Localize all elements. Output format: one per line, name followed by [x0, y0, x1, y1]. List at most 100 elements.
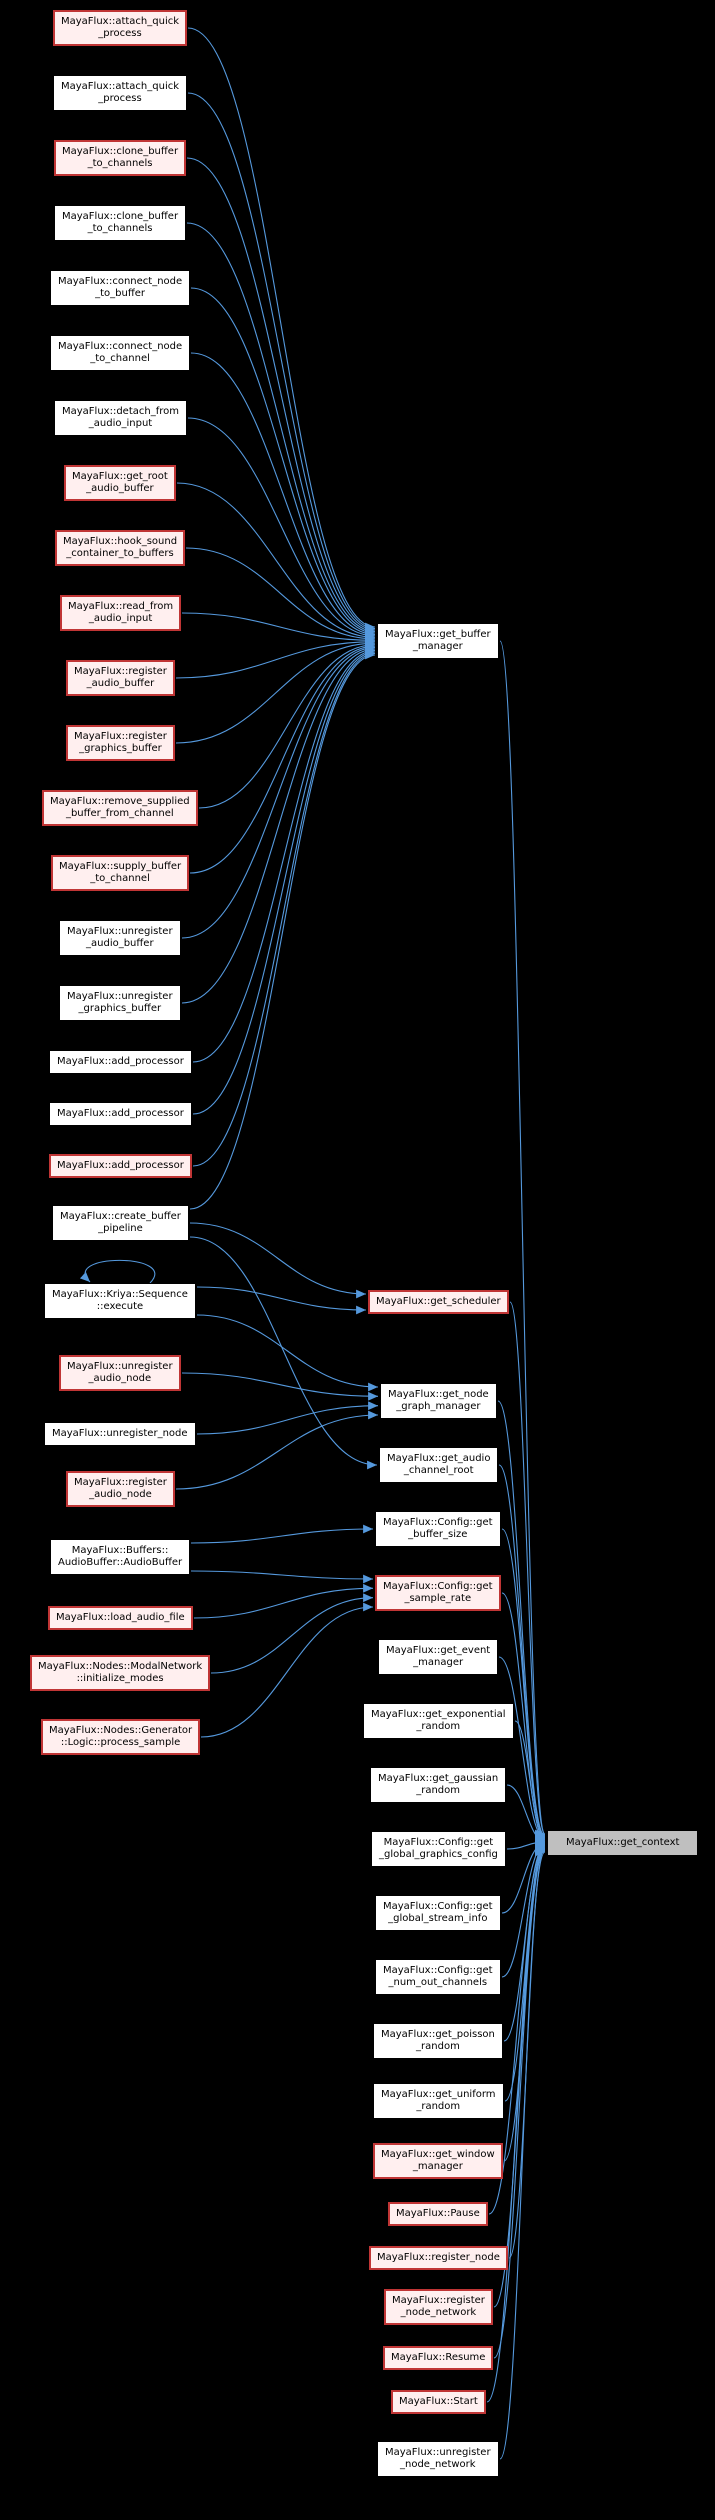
- node-label: MayaFlux::connect_node: [58, 276, 183, 287]
- node-hook-sound-container-to-buffers[interactable]: MayaFlux::hook_sound_container_to_buffer…: [55, 530, 186, 566]
- node-get-event-manager[interactable]: MayaFlux::get_event_manager: [378, 1639, 499, 1675]
- node-config-get-global-graphics-config[interactable]: MayaFlux::Config::get_global_graphics_co…: [371, 1831, 506, 1867]
- node-get-scheduler[interactable]: MayaFlux::get_scheduler: [368, 1290, 509, 1314]
- node-unregister-audio-buffer[interactable]: MayaFlux::unregister_audio_buffer: [59, 920, 181, 956]
- edge-clone-buffer-to-channels-2--get-buffer-manager: [186, 222, 376, 636]
- node-label: MayaFlux::supply_buffer: [59, 861, 182, 872]
- node-label: MayaFlux::detach_from: [62, 406, 179, 417]
- node-config-get-sample-rate[interactable]: MayaFlux::Config::get_sample_rate: [375, 1575, 501, 1611]
- node-add-processor-3[interactable]: MayaFlux::add_processor: [49, 1154, 192, 1178]
- node-start[interactable]: MayaFlux::Start: [391, 2390, 486, 2414]
- node-unregister-node[interactable]: MayaFlux::unregister_node: [44, 1422, 196, 1446]
- node-label: MayaFlux::register: [74, 1477, 167, 1488]
- node-label: ::Logic::process_sample: [60, 1737, 181, 1748]
- node-detach-from-audio-input[interactable]: MayaFlux::detach_from_audio_input: [54, 400, 187, 436]
- node-label: MayaFlux::read_from: [68, 601, 174, 612]
- edge-unregister-audio-node--get-node-graph-manager: [181, 1372, 379, 1401]
- node-generator-logic-process-sample[interactable]: MayaFlux::Nodes::Generator::Logic::proce…: [41, 1719, 201, 1755]
- node-register-audio-buffer[interactable]: MayaFlux::register_audio_buffer: [66, 660, 175, 696]
- edge-register-audio-node--get-node-graph-manager: [175, 1410, 379, 1490]
- node-attach-quick-process-2[interactable]: MayaFlux::attach_quick_process: [53, 75, 188, 111]
- node-label: _manager: [412, 2161, 463, 2172]
- node-label: _to_buffer: [95, 288, 146, 299]
- node-label: ::execute: [96, 1301, 144, 1312]
- node-label: MayaFlux::unregister: [67, 926, 173, 937]
- node-pause[interactable]: MayaFlux::Pause: [388, 2202, 488, 2226]
- edge-get-buffer-manager--get-context: [499, 640, 546, 1838]
- node-label: _audio_buffer: [86, 678, 155, 689]
- node-label: MayaFlux::Config::get: [383, 1965, 493, 1976]
- node-label: MayaFlux::add_processor: [57, 1056, 184, 1067]
- node-get-audio-channel-root[interactable]: MayaFlux::get_audio_channel_root: [379, 1447, 499, 1483]
- node-label: _manager: [412, 641, 463, 652]
- node-label: MayaFlux::Kriya::Sequence: [52, 1289, 188, 1300]
- node-resume[interactable]: MayaFlux::Resume: [383, 2346, 494, 2370]
- node-label: MayaFlux::unregister: [67, 1361, 173, 1372]
- node-unregister-node-network[interactable]: MayaFlux::unregister_node_network: [377, 2441, 499, 2477]
- node-get-uniform-random[interactable]: MayaFlux::get_uniform_random: [373, 2083, 504, 2119]
- node-label: MayaFlux::clone_buffer: [62, 146, 179, 157]
- node-remove-supplied-buffer-from-channel[interactable]: MayaFlux::remove_supplied_buffer_from_ch…: [42, 790, 198, 826]
- node-get-node-graph-manager[interactable]: MayaFlux::get_node_graph_manager: [380, 1383, 497, 1419]
- node-load-audio-file[interactable]: MayaFlux::load_audio_file: [48, 1606, 193, 1630]
- node-audiobuffer-constructor[interactable]: MayaFlux::Buffers::AudioBuffer::AudioBuf…: [50, 1539, 191, 1575]
- node-label: _channel_root: [403, 1465, 474, 1476]
- node-register-node-network[interactable]: MayaFlux::register_node_network: [384, 2289, 493, 2325]
- node-label: MayaFlux::attach_quick: [61, 16, 180, 27]
- node-get-buffer-manager[interactable]: MayaFlux::get_buffer_manager: [377, 623, 499, 659]
- edge-get-exponential-random--get-context: [514, 1720, 546, 1845]
- node-label: MayaFlux::Buffers::: [71, 1545, 169, 1556]
- node-label: MayaFlux::get_gaussian: [378, 1773, 499, 1784]
- edge-get-root-audio-buffer--get-buffer-manager: [176, 482, 376, 642]
- node-get-poisson-random[interactable]: MayaFlux::get_poisson_random: [373, 2023, 503, 2059]
- node-get-window-manager[interactable]: MayaFlux::get_window_manager: [373, 2143, 503, 2179]
- node-create-buffer-pipeline[interactable]: MayaFlux::create_buffer_pipeline: [52, 1205, 189, 1241]
- node-label: MayaFlux::get_scheduler: [376, 1296, 501, 1307]
- node-label: _audio_buffer: [86, 938, 154, 949]
- node-label: _random: [416, 2041, 460, 2052]
- node-label: MayaFlux::attach_quick: [61, 81, 180, 92]
- edge-config-get-buffer-size--get-context: [501, 1528, 546, 1842]
- node-label: _process: [98, 28, 142, 39]
- node-supply-buffer-to-channel[interactable]: MayaFlux::supply_buffer_to_channel: [51, 855, 190, 891]
- edge-add-processor-2--get-buffer-manager: [192, 647, 376, 1115]
- node-config-get-num-out-channels[interactable]: MayaFlux::Config::get_num_out_channels: [375, 1959, 501, 1995]
- node-unregister-audio-node[interactable]: MayaFlux::unregister_audio_node: [59, 1355, 181, 1391]
- node-label: MayaFlux::get_context: [566, 1837, 680, 1848]
- node-clone-buffer-to-channels-1[interactable]: MayaFlux::clone_buffer_to_channels: [54, 140, 187, 176]
- node-get-root-audio-buffer[interactable]: MayaFlux::get_root_audio_buffer: [64, 465, 176, 501]
- node-label: MayaFlux::Config::get: [383, 1517, 493, 1528]
- node-register-graphics-buffer[interactable]: MayaFlux::register_graphics_buffer: [66, 725, 175, 761]
- node-kriya-sequence-execute[interactable]: MayaFlux::Kriya::Sequence::execute: [44, 1283, 196, 1319]
- node-attach-quick-process-1[interactable]: MayaFlux::attach_quick_process: [53, 10, 188, 46]
- node-add-processor-1[interactable]: MayaFlux::add_processor: [49, 1050, 192, 1074]
- node-config-get-buffer-size[interactable]: MayaFlux::Config::get_buffer_size: [375, 1511, 501, 1547]
- edge-clone-buffer-to-channels-1--get-buffer-manager: [186, 157, 376, 635]
- edge-supply-buffer-to-channel--get-buffer-manager: [189, 641, 376, 874]
- node-get-context: MayaFlux::get_context: [547, 1830, 699, 1856]
- node-clone-buffer-to-channels-2[interactable]: MayaFlux::clone_buffer_to_channels: [54, 205, 187, 241]
- node-label: AudioBuffer::AudioBuffer: [58, 1557, 183, 1568]
- node-label: MayaFlux::get_node: [388, 1389, 489, 1400]
- node-connect-node-to-buffer[interactable]: MayaFlux::connect_node_to_buffer: [50, 270, 191, 306]
- node-register-node[interactable]: MayaFlux::register_node: [369, 2246, 508, 2270]
- node-add-processor-2[interactable]: MayaFlux::add_processor: [49, 1102, 192, 1126]
- node-label: _random: [416, 1721, 461, 1732]
- node-connect-node-to-channel[interactable]: MayaFlux::connect_node_to_channel: [50, 335, 191, 371]
- node-modalnetwork-initialize-modes[interactable]: MayaFlux::Nodes::ModalNetwork::initializ…: [30, 1655, 211, 1691]
- node-config-get-global-stream-info[interactable]: MayaFlux::Config::get_global_stream_info: [375, 1895, 501, 1931]
- node-label: MayaFlux::connect_node: [58, 341, 183, 352]
- node-register-audio-node[interactable]: MayaFlux::register_audio_node: [66, 1471, 175, 1507]
- node-label: _sample_rate: [404, 1593, 472, 1604]
- node-label: _audio_input: [88, 418, 153, 429]
- edge-load-audio-file--config-get-sample-rate: [193, 1583, 374, 1619]
- node-read-from-audio-input[interactable]: MayaFlux::read_from_audio_input: [60, 595, 182, 631]
- node-get-gaussian-random[interactable]: MayaFlux::get_gaussian_random: [370, 1767, 507, 1803]
- node-label: MayaFlux::hook_sound: [63, 536, 178, 547]
- node-label: _graphics_buffer: [78, 1003, 162, 1014]
- node-get-exponential-random[interactable]: MayaFlux::get_exponential_random: [363, 1703, 514, 1739]
- node-label: MayaFlux::get_poisson: [381, 2029, 495, 2040]
- node-unregister-graphics-buffer[interactable]: MayaFlux::unregister_graphics_buffer: [59, 985, 181, 1021]
